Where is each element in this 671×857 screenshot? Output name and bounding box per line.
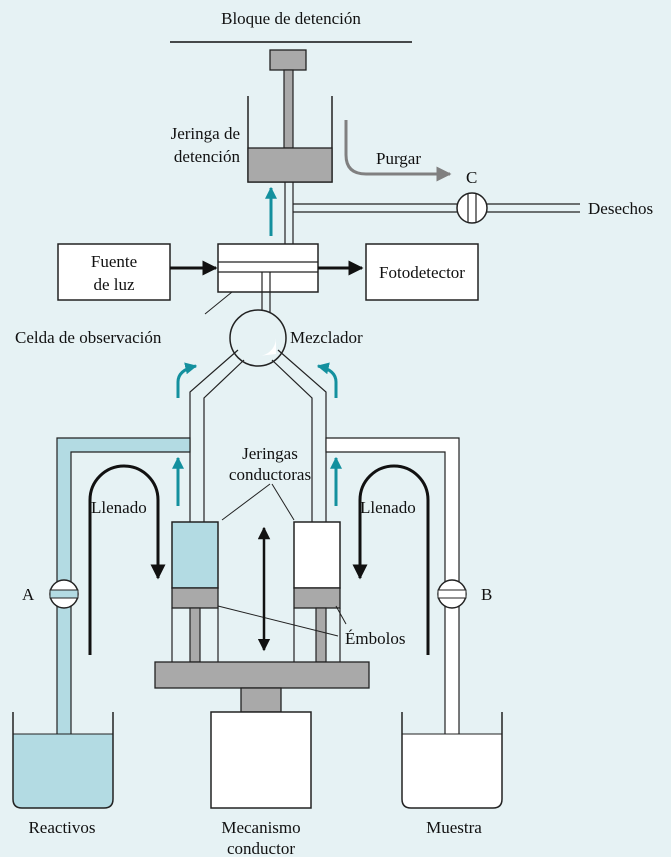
- purge-label: Purgar: [376, 149, 421, 168]
- left-mixer-arrow: [176, 362, 198, 398]
- drive-mechanism-label-1: Mecanismo: [221, 818, 300, 837]
- waste-label: Desechos: [588, 199, 653, 218]
- purge-arrow: [344, 120, 452, 182]
- light-source-label-2: de luz: [93, 275, 135, 294]
- left-drive-syringe: [171, 521, 219, 589]
- syringes-leader-right: [271, 483, 295, 521]
- cell-leader-line: [204, 291, 233, 315]
- photodetector-label: Fotodetector: [379, 263, 465, 282]
- fill-arrow-left: [88, 464, 166, 655]
- drive-syringes-label-1: Jeringas: [242, 444, 298, 463]
- sample-beaker: [401, 712, 503, 809]
- mixer: [229, 309, 287, 367]
- stop-syringe-label-2: detención: [174, 147, 241, 166]
- observation-cell-label: Celda de observación: [15, 328, 162, 347]
- fill-arrow-right: [352, 464, 430, 655]
- valve-c-stem: [467, 194, 477, 222]
- stop-block-label: Bloque de detención: [221, 9, 361, 28]
- right-syringe-walls: [293, 608, 341, 662]
- right-plunger-rod: [315, 607, 327, 663]
- valve-c[interactable]: [456, 192, 488, 224]
- valve-a-stem: [49, 589, 79, 599]
- left-syringe-plunger: [171, 587, 219, 609]
- sample-label: Muestra: [426, 818, 482, 837]
- left-feed-tube: [189, 349, 245, 522]
- valve-b-stem: [437, 589, 467, 599]
- cell-inlet-tube: [261, 272, 271, 316]
- drive-mechanism-label-2: conductor: [227, 839, 295, 857]
- left-syringe-walls: [171, 608, 219, 662]
- plungers-leader-right: [335, 605, 347, 625]
- syringes-leader-left: [221, 483, 271, 521]
- right-drive-syringe: [293, 521, 341, 589]
- right-mixer-arrow: [316, 362, 338, 398]
- stop-syringe-tube: [284, 182, 294, 248]
- light-source-label-1: Fuente: [91, 252, 137, 271]
- right-syringe-plunger: [293, 587, 341, 609]
- sample-liquid: [402, 734, 502, 808]
- mixer-highlight: [258, 338, 276, 356]
- sample-line: [325, 437, 460, 781]
- reagent-liquid: [13, 734, 113, 808]
- valve-c-label: C: [466, 168, 477, 187]
- mixer-label: Mezclador: [290, 328, 363, 347]
- plungers-label: Émbolos: [345, 629, 405, 648]
- waste-tube: [293, 203, 580, 213]
- reagents-label: Reactivos: [28, 818, 95, 837]
- observation-cell: [217, 243, 319, 293]
- valve-a-label: A: [22, 585, 35, 604]
- plungers-leader-left: [217, 605, 339, 637]
- fill-left-label: Llenado: [91, 498, 147, 517]
- stop-syringe-plunger: [247, 147, 333, 183]
- right-feed-tube: [271, 349, 327, 522]
- stop-syringe-rod: [283, 69, 294, 149]
- drive-platform: [154, 661, 370, 689]
- fill-right-label: Llenado: [360, 498, 416, 517]
- reagent-line: [56, 437, 191, 781]
- drive-syringes-label-2: conductoras: [229, 465, 311, 484]
- left-plunger-rod: [189, 607, 201, 663]
- light-source-box: [57, 243, 171, 301]
- valve-b-label: B: [481, 585, 492, 604]
- photodetector-box: [365, 243, 479, 301]
- drive-neck: [240, 687, 282, 713]
- stop-syringe-label-1: Jeringa de: [171, 124, 240, 143]
- reagent-beaker: [12, 712, 114, 809]
- drive-mechanism-box: [210, 711, 312, 809]
- stop-block-cap: [269, 49, 307, 71]
